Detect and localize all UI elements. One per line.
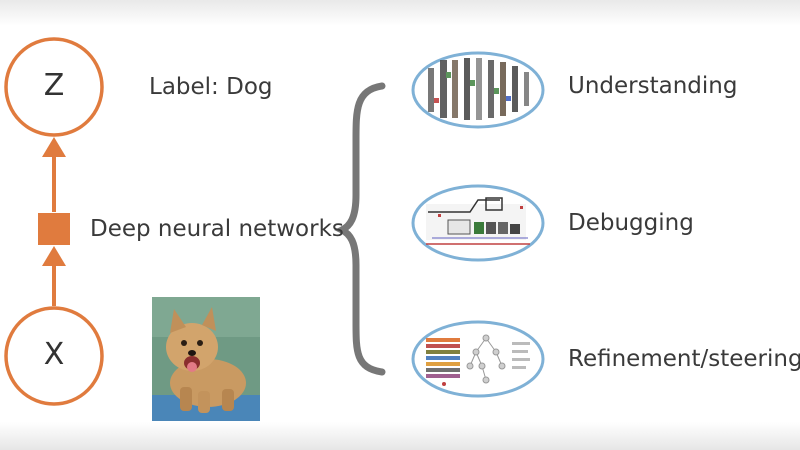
input-node [4, 306, 104, 406]
application-refinement: Refinement/steering [568, 346, 800, 372]
curly-brace-icon [334, 82, 386, 376]
slide-edge-top [0, 0, 800, 26]
debugging-thumbnail [411, 184, 545, 262]
output-node [4, 37, 104, 137]
output-node-letter: Z [43, 68, 65, 103]
application-understanding: Understanding [568, 73, 738, 99]
application-debugging: Debugging [568, 210, 694, 236]
slide-edge-bottom [0, 422, 800, 450]
input-node-letter: X [43, 337, 65, 372]
arrow-to-output-head-icon [42, 137, 66, 157]
arrow-to-model-head-icon [42, 246, 66, 266]
understanding-thumbnail [411, 51, 545, 129]
dog-photo-icon [152, 297, 260, 421]
output-label: Label: Dog [149, 74, 273, 100]
model-box [38, 213, 70, 245]
model-label: Deep neural networks [90, 216, 344, 242]
refinement-thumbnail [411, 320, 545, 398]
